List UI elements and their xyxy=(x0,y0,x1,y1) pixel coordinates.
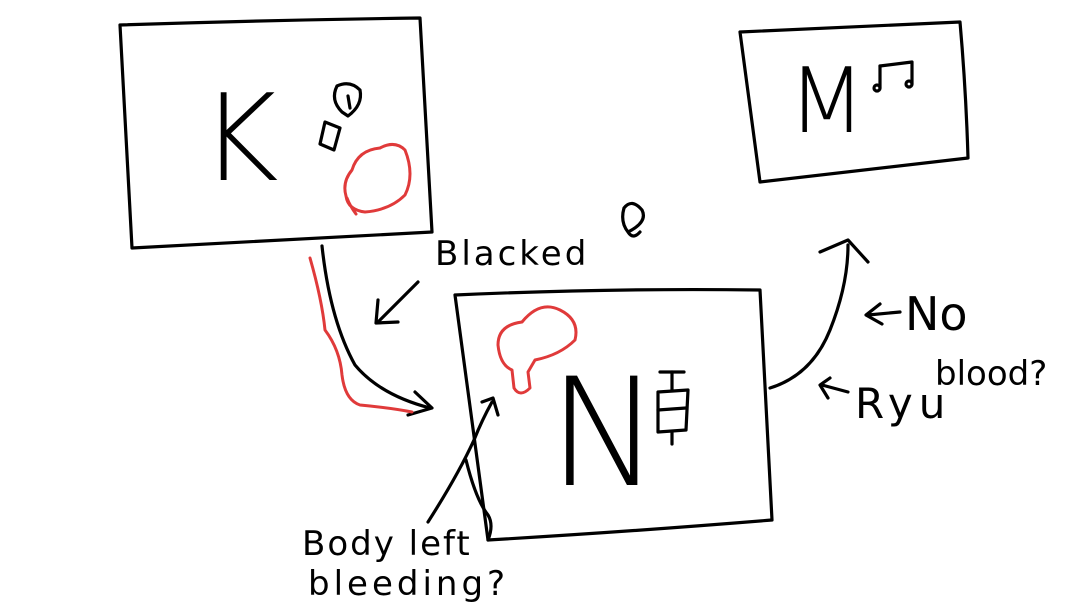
node-n-letter: N xyxy=(548,347,660,521)
node-k-frame xyxy=(118,16,434,250)
node-n-frame xyxy=(453,287,774,542)
music-note-icon xyxy=(872,60,914,93)
body-left-loop xyxy=(464,458,493,542)
blacked-arrowhead xyxy=(374,298,400,325)
node-k: K xyxy=(118,16,434,250)
node-k-letter: K xyxy=(200,70,279,209)
n-blood-splat-icon xyxy=(496,305,578,395)
no-blood-arrow xyxy=(864,302,902,326)
k-blood-splat-icon xyxy=(343,143,412,216)
label-no-blood: blood? xyxy=(935,354,1047,394)
body-left-arrow xyxy=(426,400,494,524)
label-no: No xyxy=(905,287,968,341)
label-blacked: Blacked xyxy=(435,234,589,274)
syringe-icon xyxy=(656,370,690,446)
body-left-arrowhead xyxy=(480,396,500,417)
label-body-left: Body left xyxy=(302,524,472,564)
label-ryu: Ryu xyxy=(855,379,951,428)
edge-n-to-m xyxy=(768,243,850,390)
lightbulb-icon xyxy=(318,82,363,152)
edge-k-to-n-arrowhead xyxy=(406,390,434,417)
edge-k-to-n xyxy=(320,244,432,410)
edge-n-to-m-arrowhead xyxy=(818,238,870,264)
node-m-frame xyxy=(738,20,970,184)
node-m: M xyxy=(738,20,970,184)
label-bleeding: bleeding? xyxy=(308,564,509,604)
node-n: N xyxy=(453,287,774,542)
ryu-arrow xyxy=(818,376,850,400)
node-m-letter: M xyxy=(788,49,866,154)
blacked-arrow xyxy=(376,280,420,324)
blacked-tail xyxy=(621,201,645,238)
blood-trail xyxy=(308,256,414,414)
